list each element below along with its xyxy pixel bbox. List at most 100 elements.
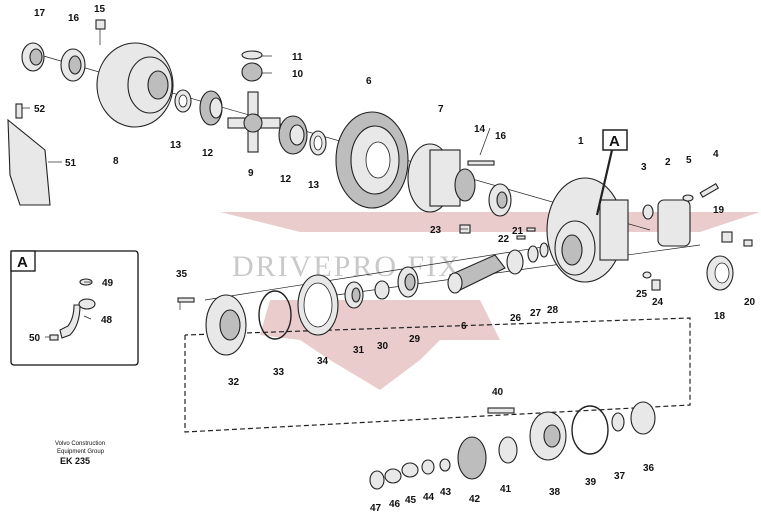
label-28: 28 (547, 305, 559, 316)
lock-47 (369, 470, 385, 490)
label-36: 36 (643, 463, 655, 474)
label-13b: 13 (308, 180, 320, 191)
cover-32 (205, 294, 247, 356)
diff-housing-7 (407, 143, 476, 213)
clip-19 (721, 231, 733, 243)
label-12a: 12 (202, 148, 214, 159)
label-24: 24 (652, 297, 664, 308)
bearing-16 (60, 48, 86, 82)
label-4: 4 (713, 149, 719, 160)
label-16b: 16 (495, 131, 507, 142)
screw-24 (651, 279, 661, 291)
axle-housing-1 (546, 177, 629, 283)
detail-box-a: A (10, 250, 139, 366)
bolt-14 (467, 160, 495, 166)
bearing-29 (397, 266, 419, 298)
watermark-text: DRIVEPRO FIX (232, 250, 462, 283)
screw-20 (743, 239, 753, 247)
label-51: 51 (65, 158, 77, 169)
gear-12b (278, 115, 308, 155)
label-20: 20 (744, 297, 756, 308)
bolt-4 (699, 183, 720, 198)
footer-code: EK 235 (60, 456, 90, 466)
nut-43 (439, 458, 451, 472)
label-6b: 6 (461, 321, 467, 332)
bolt-40 (487, 407, 515, 414)
label-30: 30 (377, 341, 389, 352)
label-42: 42 (469, 494, 481, 505)
plate-46 (384, 468, 402, 484)
detail-box-letter: A (17, 254, 28, 271)
washer-45 (401, 462, 419, 478)
label-39: 39 (585, 477, 597, 488)
leader-lines (22, 55, 491, 338)
bearing-16b (488, 183, 512, 217)
label-10: 10 (292, 69, 304, 80)
label-8: 8 (113, 156, 119, 167)
o-ring-39 (571, 405, 609, 455)
label-21: 21 (512, 226, 524, 237)
label-14: 14 (474, 124, 486, 135)
label-45: 45 (405, 495, 417, 506)
label-31: 31 (353, 345, 365, 356)
label-35: 35 (176, 269, 188, 280)
label-22: 22 (498, 234, 510, 245)
label-34: 34 (317, 356, 329, 367)
gear-10 (241, 62, 263, 82)
yoke-2 (657, 199, 691, 247)
label-46: 46 (389, 499, 401, 510)
label-15: 15 (94, 4, 106, 15)
label-23: 23 (430, 225, 442, 236)
label-32: 32 (228, 377, 240, 388)
footer-block: Volvo Construction Equipment Group EK 23… (55, 441, 105, 466)
bracket-51 (7, 118, 51, 206)
label-38: 38 (549, 487, 561, 498)
label-43: 43 (440, 487, 452, 498)
spacer-30 (374, 280, 390, 300)
label-33: 33 (273, 367, 285, 378)
gasket-34 (297, 274, 339, 336)
label-52: 52 (34, 104, 46, 115)
flange-42 (457, 436, 487, 480)
label-3: 3 (641, 162, 647, 173)
washer-44 (421, 459, 435, 475)
washer-11 (241, 50, 263, 60)
label-50: 50 (29, 333, 41, 344)
footer-line1: Volvo Construction (55, 441, 105, 447)
label-27: 27 (530, 308, 542, 319)
o-ring-33 (258, 290, 292, 340)
pinion-6 (447, 254, 506, 294)
gear-12a (199, 90, 223, 126)
label-44: 44 (423, 492, 435, 503)
detail-callout-a: A (595, 129, 628, 216)
label-7: 7 (438, 104, 444, 115)
label-29: 29 (409, 334, 421, 345)
bearing-41 (498, 436, 518, 464)
label-17: 17 (34, 8, 46, 19)
bearing-17 (21, 42, 45, 72)
label-6a: 6 (366, 76, 372, 87)
hub-8 (96, 42, 174, 128)
label-48: 48 (101, 315, 113, 326)
label-49: 49 (102, 278, 114, 289)
label-40: 40 (492, 387, 504, 398)
label-13a: 13 (170, 140, 182, 151)
washer-37 (611, 412, 625, 432)
crown-wheel-6 (335, 111, 409, 209)
pin-22 (516, 235, 526, 240)
label-1: 1 (578, 136, 584, 147)
label-11: 11 (292, 52, 303, 63)
label-25: 25 (636, 289, 648, 300)
label-41: 41 (500, 484, 512, 495)
washer-28 (539, 242, 549, 258)
bearing-31 (344, 281, 364, 309)
ring-18 (706, 255, 734, 291)
label-12b: 12 (280, 174, 292, 185)
part-labels: 17 16 15 11 10 52 51 8 13 12 9 12 13 6 7… (29, 4, 756, 514)
nut-27 (527, 245, 539, 263)
label-9: 9 (248, 168, 254, 179)
label-18: 18 (714, 311, 726, 322)
washer-5 (682, 194, 694, 202)
screw-52 (15, 103, 23, 119)
